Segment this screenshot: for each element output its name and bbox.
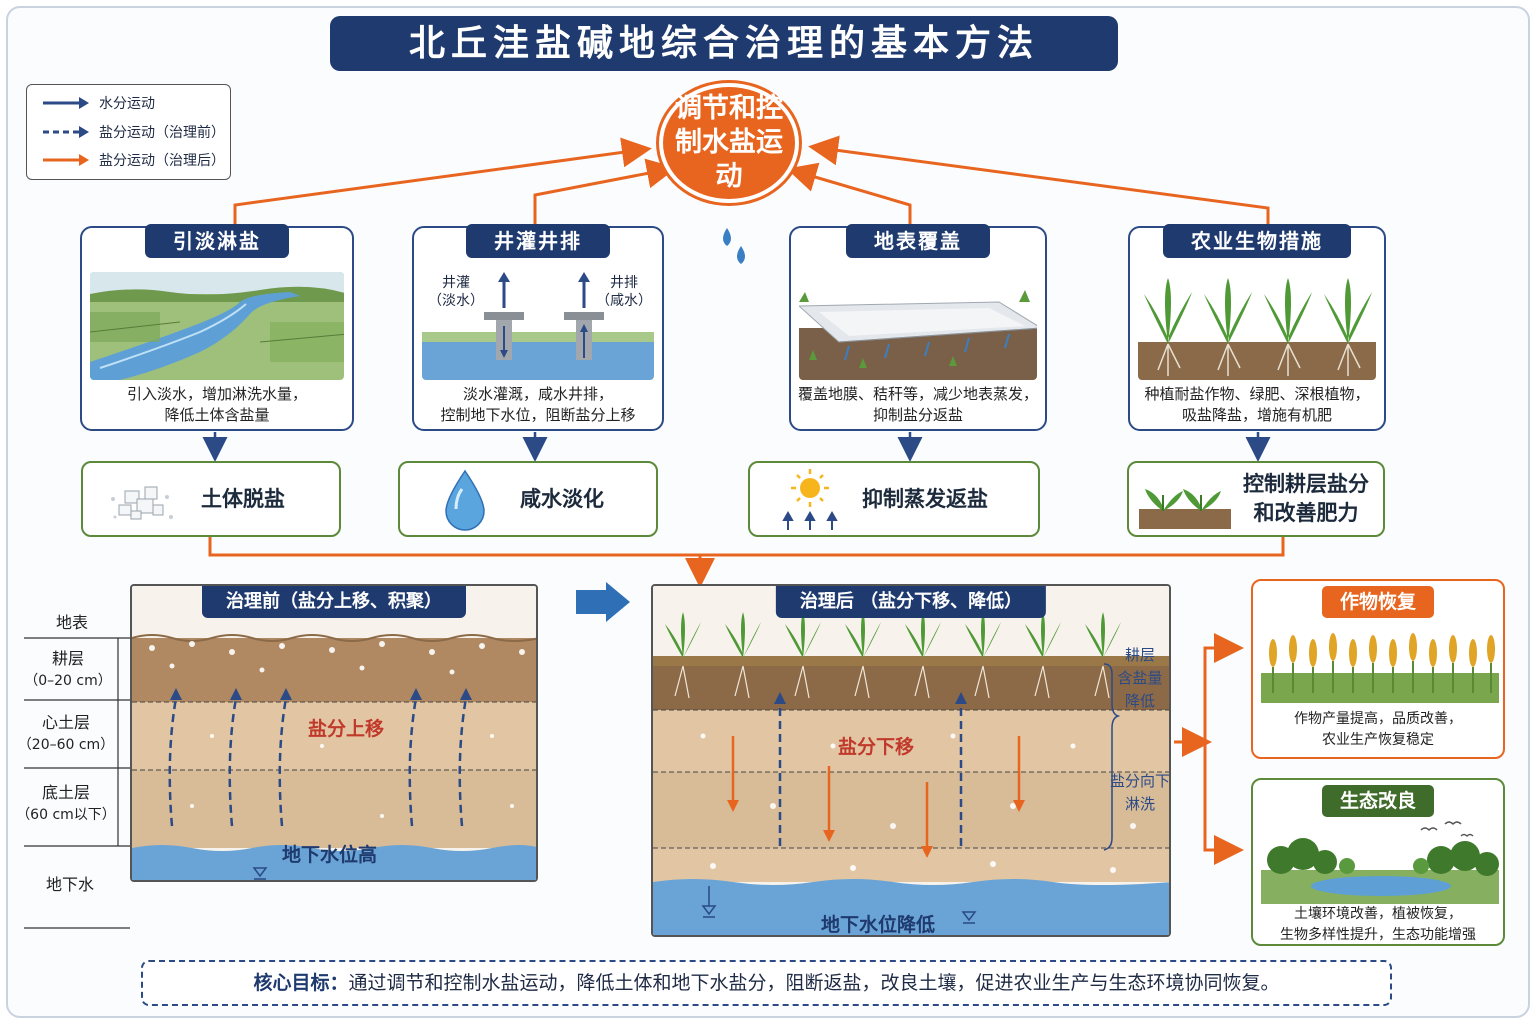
layer-name: 耕层 [51,649,84,668]
outcome-desc: 土壤环境改善，植被恢复， 生物多样性提升，生态功能增强 [1257,904,1499,946]
panel-title: 治理后 （盐分下移、降低） [775,586,1047,618]
center-node: 调节和控制水盐运动 [659,83,799,203]
outcome-desc-line2: 生物多样性提升，生态功能增强 [1280,927,1476,943]
layer-label-bottom: 底土层 （60 cm以下） [14,782,118,826]
dashed-salt-arrow-icon [43,126,89,138]
result-label-line2: 和改善肥力 [1253,501,1359,525]
outcome-title: 作物恢复 [1321,586,1435,618]
panel-before: 治理前（盐分上移、积聚） [130,584,538,882]
note-line: 降低 [1124,692,1155,710]
result-soil-desalination: 土体脱盐 [81,461,341,537]
salt-rise-label: 盐分上移 [308,718,385,740]
water-drop-icon [445,469,485,531]
soil-profile-after [653,586,1169,935]
method-desc: 淡水灌溉，咸水井排， 控制地下水位，阻断盐分上移 [418,384,658,426]
well-left-sub: （淡水） [428,293,484,309]
layer-range: （0–20 cm） [24,673,112,689]
river-image [90,272,344,380]
outcome-desc-line1: 作物产量提高，品质改善， [1294,711,1462,727]
legend-item-salt-before: 盐分运动（治理前） [41,122,225,142]
panel-title: 治理前（盐分上移、积聚） [202,586,466,618]
salt-down-label: 盐分下移 [838,736,915,758]
legend-item-salt-after: 盐分运动（治理后） [41,150,225,170]
result-label-group: 控制耕层盐分 和改善肥力 [1243,470,1369,528]
layer-name: 心土层 [41,713,90,732]
panel-after: 治理后 （盐分下移、降低） [651,584,1171,937]
layer-label-plow: 耕层 （0–20 cm） [20,648,116,692]
orange-salt-arrow-icon [43,154,89,166]
goal-text: 通过调节和控制水盐运动，降低土体和地下水盐分，阻断返盐，改良土壤，促进农业生产与… [348,972,1280,994]
layer-range: （60 cm以下） [16,807,116,823]
layer-range: （20–60 cm） [17,737,115,753]
result-label: 抑制蒸发返盐 [862,486,988,511]
wetland-landscape-image [1261,820,1499,904]
method-desc: 覆盖地膜、秸秆等，减少地表蒸发， 抑制盐分返盐 [795,384,1041,426]
legend-label-water: 水分运动 [99,96,155,112]
note-line: 淋洗 [1124,795,1155,813]
sun-evaporation-icon [782,469,838,530]
method-desc-line1: 种植耐盐作物、绿肥、深根植物， [1144,385,1370,403]
method-card-well-irrigation: 井灌井排 井灌 （淡水） 井排 （咸水） 淡水灌溉，咸水井排， 控制地下水位，阻 [412,224,664,431]
result-evaporation-suppression: 抑制蒸发返盐 [748,461,1040,537]
result-label-line1: 控制耕层盐分 [1243,472,1369,496]
goal-key: 核心目标： [253,972,349,994]
seedlings-icon [1139,489,1231,529]
note-topsoil-salinity: 耕层 含盐量 降低 [1112,644,1168,713]
layer-label-subsoil: 心土层 （20–60 cm） [14,712,118,756]
outcome-desc: 作物产量提高，品质改善， 农业生产恢复稳定 [1257,709,1499,751]
method-desc-line1: 引入淡水，增加淋洗水量， [126,385,307,403]
outcome-desc-line1: 土壤环境改善，植被恢复， [1294,906,1462,922]
method-title: 井灌井排 [466,224,610,258]
layer-name: 底土层 [41,783,90,802]
well-right-label: 井排 （咸水） [596,274,652,310]
method-title: 地表覆盖 [846,224,990,258]
method-card-freshwater-leaching: 引淡淋盐 引入淡水，增加淋洗水量， 降低土体含盐量 [80,224,354,431]
method-desc: 种植耐盐作物、绿肥、深根植物， 吸盐降盐，增施有机肥 [1134,384,1380,426]
layer-label-groundwater: 地下水 [45,875,94,894]
method-desc-line2: 控制地下水位，阻断盐分上移 [440,406,636,424]
soil-profile-before [132,586,536,880]
method-desc-line1: 淡水灌溉，咸水井排， [462,385,613,403]
method-title: 农业生物措施 [1163,224,1351,258]
legend: 水分运动 盐分运动（治理前） 盐分运动（治理后） [26,84,231,180]
outcome-ecological-improvement: 生态改良 土壤环境改善，植被恢复， 生物多样性提升，生态功能增强 [1251,778,1505,946]
method-desc-line2: 抑制盐分返盐 [872,406,963,424]
wheat-field-image [1261,623,1499,703]
result-label: 咸水淡化 [520,486,604,511]
result-label: 土体脱盐 [201,486,285,511]
well-right-text: 井排 [610,275,638,291]
note-line: 耕层 [1124,646,1155,664]
method-card-surface-cover: 地表覆盖 覆盖地膜、秸秆等，减少地表蒸发， 抑制盐分返盐 [789,224,1047,431]
result-saltwater-freshening: 咸水淡化 [398,461,658,537]
well-right-sub: （咸水） [596,293,652,309]
legend-label-salt-after: 盐分运动（治理后） [99,153,225,169]
water-arrow-icon [43,97,89,109]
wells-image [422,272,654,380]
lower-water-table-label: 地下水位降低 [821,914,936,936]
method-desc-line1: 覆盖地膜、秸秆等，减少地表蒸发， [797,385,1038,403]
outcome-desc-line2: 农业生产恢复稳定 [1322,732,1434,748]
method-desc: 引入淡水，增加淋洗水量， 降低土体含盐量 [86,384,348,426]
method-card-agro-biological: 农业生物措施 种植耐盐作物、绿肥、深根植物， 吸盐降盐，增施有机肥 [1128,224,1386,431]
outcome-title: 生态改良 [1321,785,1435,817]
page-title: 北丘洼盐碱地综合治理的基本方法 [330,16,1118,71]
core-goal-bar: 核心目标：通过调节和控制水盐运动，降低土体和地下水盐分，阻断返盐，改良土壤，促进… [141,960,1392,1006]
mulch-film-image [799,272,1037,380]
well-left-text: 井灌 [442,275,470,291]
method-desc-line2: 吸盐降盐，增施有机肥 [1181,406,1332,424]
salt-crystals-icon [111,486,173,520]
layer-label-surface: 地表 [55,613,88,632]
high-water-table-label: 地下水位高 [282,844,378,866]
note-salt-leaching: 盐分向下 淋洗 [1108,770,1172,816]
result-topsoil-salinity-control: 控制耕层盐分 和改善肥力 [1127,461,1385,537]
method-desc-line2: 降低土体含盐量 [164,406,270,424]
legend-item-water: 水分运动 [41,93,155,113]
outcome-crop-recovery: 作物恢复 作物产量提高，品质改善， 农业生产恢复稳定 [1251,579,1505,759]
note-line: 含盐量 [1117,669,1163,687]
legend-label-salt-before: 盐分运动（治理前） [99,125,225,141]
method-title: 引淡淋盐 [145,224,289,258]
crops-image [1138,272,1376,380]
well-left-label: 井灌 （淡水） [428,274,484,310]
note-line: 盐分向下 [1109,772,1170,790]
